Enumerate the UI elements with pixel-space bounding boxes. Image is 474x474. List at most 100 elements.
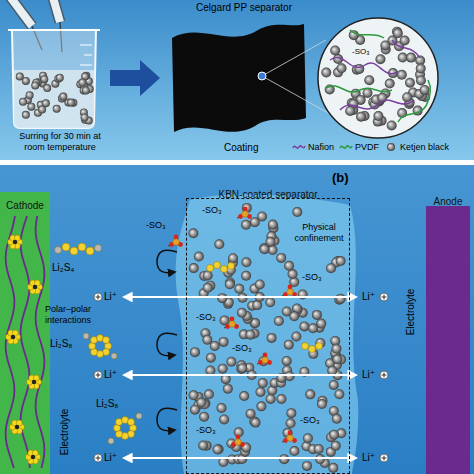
text-label: -SO₃: [302, 272, 322, 283]
carbon-particle: [237, 308, 247, 318]
anode-column: Anode: [426, 206, 470, 474]
label-box: Coating: [224, 142, 258, 154]
carbon-particle: [266, 394, 276, 404]
charge-symbol: [94, 371, 102, 379]
beaker: [84, 55, 92, 56]
binder-chains: [326, 30, 430, 122]
carbon-particle: [332, 344, 342, 354]
node-label: Cathode: [6, 200, 44, 211]
carbon-particle: [258, 356, 268, 366]
binder-chains: [392, 40, 420, 58]
label-box: -SO₃: [352, 47, 369, 57]
carbon-particle: [298, 290, 308, 300]
polysulfide: [221, 266, 228, 273]
node-label: Anode: [434, 196, 463, 207]
carbon-particle: [289, 311, 299, 321]
carbon-particle: [246, 409, 256, 419]
label-box: Li₂S₈: [96, 398, 118, 410]
carbon-particle: [308, 323, 318, 333]
beaker: [80, 65, 92, 66]
carbon-particle: [336, 294, 346, 304]
label-box: Li⁺: [104, 452, 117, 464]
carbon-particle: [291, 331, 301, 341]
carbon-particle: [67, 99, 75, 107]
carbon-particle: [349, 30, 359, 40]
carbon-particle: [286, 418, 296, 428]
carbon-particle: [397, 70, 407, 80]
separator-sheet: [172, 24, 306, 132]
ion-arrows: [94, 250, 388, 462]
text-label: -SO₃: [300, 415, 320, 426]
carbon-particle: [59, 93, 67, 101]
sulfur-particle: [8, 235, 23, 249]
sulfur-particle: [10, 420, 25, 434]
carbon-particle: [26, 91, 34, 99]
carbon-particle: [226, 357, 236, 367]
text-label: Li⁺: [362, 291, 375, 303]
label-box: -SO₃: [232, 343, 252, 354]
carbon-particle: [380, 40, 390, 50]
legend-item: Nafion: [292, 142, 334, 152]
carbon-particle: [199, 412, 209, 422]
polysulfide: [214, 262, 221, 269]
carbon-particle: [303, 433, 313, 443]
label-box: Li⁺: [104, 369, 117, 381]
carbon-particle: [267, 333, 277, 343]
sulfonate-group: [230, 435, 245, 447]
carbon-particles: [188, 203, 346, 473]
label-box: -SO₃: [300, 415, 320, 426]
zoom-line: [262, 40, 326, 76]
polysulfide: [136, 413, 142, 419]
label-box: Li⁺: [104, 291, 117, 303]
carbon-particle: [203, 283, 213, 293]
sulfur-particle: [32, 380, 36, 384]
zoom-spot: [258, 72, 266, 80]
top-panel: [0, 0, 474, 160]
text-label: Physical confinement: [290, 222, 348, 244]
carbon-particle: [251, 418, 261, 428]
sulfonate-group: [235, 439, 242, 446]
syringes: [8, 0, 32, 26]
carbon-particle: [299, 321, 309, 331]
carbon-particle: [329, 430, 339, 440]
charge-symbol: [98, 373, 99, 378]
polysulfide: [55, 247, 62, 254]
carbon-particle: [284, 340, 294, 350]
legend-sample: [384, 142, 398, 152]
carbon-particle: [218, 364, 228, 374]
carbon-particle: [228, 253, 238, 263]
chain-sample: [340, 146, 352, 148]
carbon-particle: [305, 389, 315, 399]
label-box: -SO₃: [302, 272, 322, 283]
carbon-particle: [219, 414, 229, 424]
polysulfide: [70, 247, 78, 255]
sulfonate-group: [282, 285, 297, 297]
carbon-particle: [241, 271, 251, 281]
carbon-particle: [78, 79, 86, 87]
carbon-particle: [214, 239, 224, 249]
sulfur-particle: [31, 455, 35, 459]
carbon-particle: [289, 446, 299, 456]
legend-text: Ketjen black: [400, 142, 449, 152]
sulfur-particle: [27, 375, 42, 389]
legend-item: Ketjen black: [384, 142, 449, 152]
legend-sample: [292, 142, 306, 152]
label-box: Polar–polar interactions: [34, 304, 102, 326]
binder-chains: [326, 86, 392, 92]
carbon-particle: [321, 68, 331, 78]
carbon-particle: [387, 120, 397, 130]
polysulfide: [83, 333, 89, 339]
carbon-particle: [189, 263, 199, 273]
carbon-particle: [239, 391, 249, 401]
sulfonate-group: [262, 357, 269, 364]
label-box: -SO₃: [196, 312, 216, 323]
sulfonate-group: [257, 353, 272, 365]
label-box: (b): [332, 170, 349, 186]
beaker: [12, 30, 96, 128]
text-label: Li₂S₈: [50, 338, 72, 350]
charge-symbol: [380, 371, 388, 379]
carbon-particle: [279, 454, 289, 464]
carbon-particle: [202, 335, 212, 345]
polysulfide: [62, 243, 70, 251]
